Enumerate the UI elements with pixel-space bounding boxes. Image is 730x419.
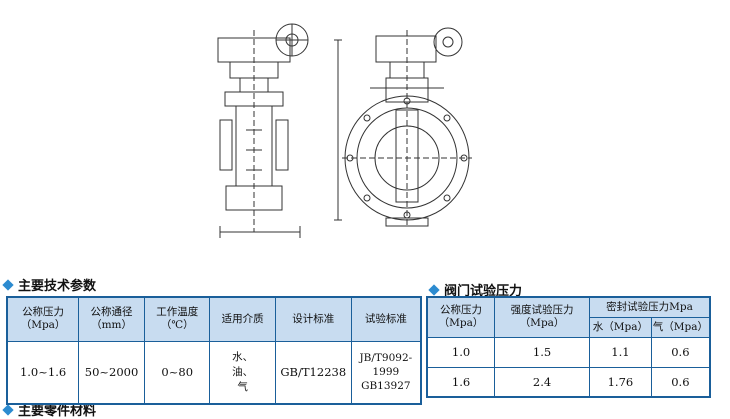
test-header-gas: 气（Mpa） <box>650 316 711 338</box>
params-cell-design-standard: GB/T12238 <box>274 340 352 405</box>
test-cell-gas: 0.6 <box>650 366 711 398</box>
diamond-bullet-icon <box>2 279 14 291</box>
table-row: 1.6 2.4 1.76 0.6 <box>426 366 711 398</box>
params-header-nominal-diameter: 公称通径 （mm） <box>78 296 145 342</box>
test-cell-nominal: 1.0 <box>426 336 496 368</box>
test-cell-gas: 0.6 <box>650 336 711 368</box>
table-row: 1.0 1.5 1.1 0.6 <box>426 336 711 368</box>
params-header-medium: 适用介质 <box>209 296 276 342</box>
params-cell-medium: 水、 油、 气 <box>209 340 276 405</box>
test-header-seal: 密封试验压力Mpa <box>589 296 711 318</box>
params-table: 公称压力 （Mpa） 公称通径 （mm） 工作温度 （℃） 适用介质 设计标准 … <box>6 296 422 405</box>
valve-technical-drawing <box>217 23 472 238</box>
params-cell-diameter: 50~2000 <box>78 340 145 405</box>
params-cell-pressure: 1.0~1.6 <box>6 340 80 405</box>
params-header-working-temp: 工作温度 （℃） <box>143 296 211 342</box>
diamond-bullet-icon <box>2 404 14 416</box>
params-section-title: 主要技术参数 <box>0 275 96 294</box>
parts-section-title: 主要零件材料 <box>0 400 96 419</box>
test-cell-water: 1.1 <box>589 336 652 368</box>
test-header-water: 水（Mpa） <box>589 316 652 338</box>
params-header-nominal-pressure: 公称压力 （Mpa） <box>6 296 80 342</box>
diamond-bullet-icon <box>428 284 440 296</box>
test-section-title: 阀门试验压力 <box>426 280 522 299</box>
test-cell-strength: 1.5 <box>494 336 591 368</box>
test-pressure-table: 公称压力 （Mpa） 强度试验压力 （Mpa） 密封试验压力Mpa 水（Mpa）… <box>426 296 711 398</box>
test-header-strength: 强度试验压力 （Mpa） <box>494 296 591 338</box>
test-header-nominal-pressure: 公称压力 （Mpa） <box>426 296 496 338</box>
test-cell-water: 1.76 <box>589 366 652 398</box>
params-header-design-standard: 设计标准 <box>274 296 352 342</box>
params-cell-temp: 0~80 <box>143 340 211 405</box>
params-cell-test-standard: JB/T9092- 1999 GB13927 <box>350 340 422 405</box>
test-cell-nominal: 1.6 <box>426 366 496 398</box>
test-cell-strength: 2.4 <box>494 366 591 398</box>
params-header-test-standard: 试验标准 <box>350 296 422 342</box>
